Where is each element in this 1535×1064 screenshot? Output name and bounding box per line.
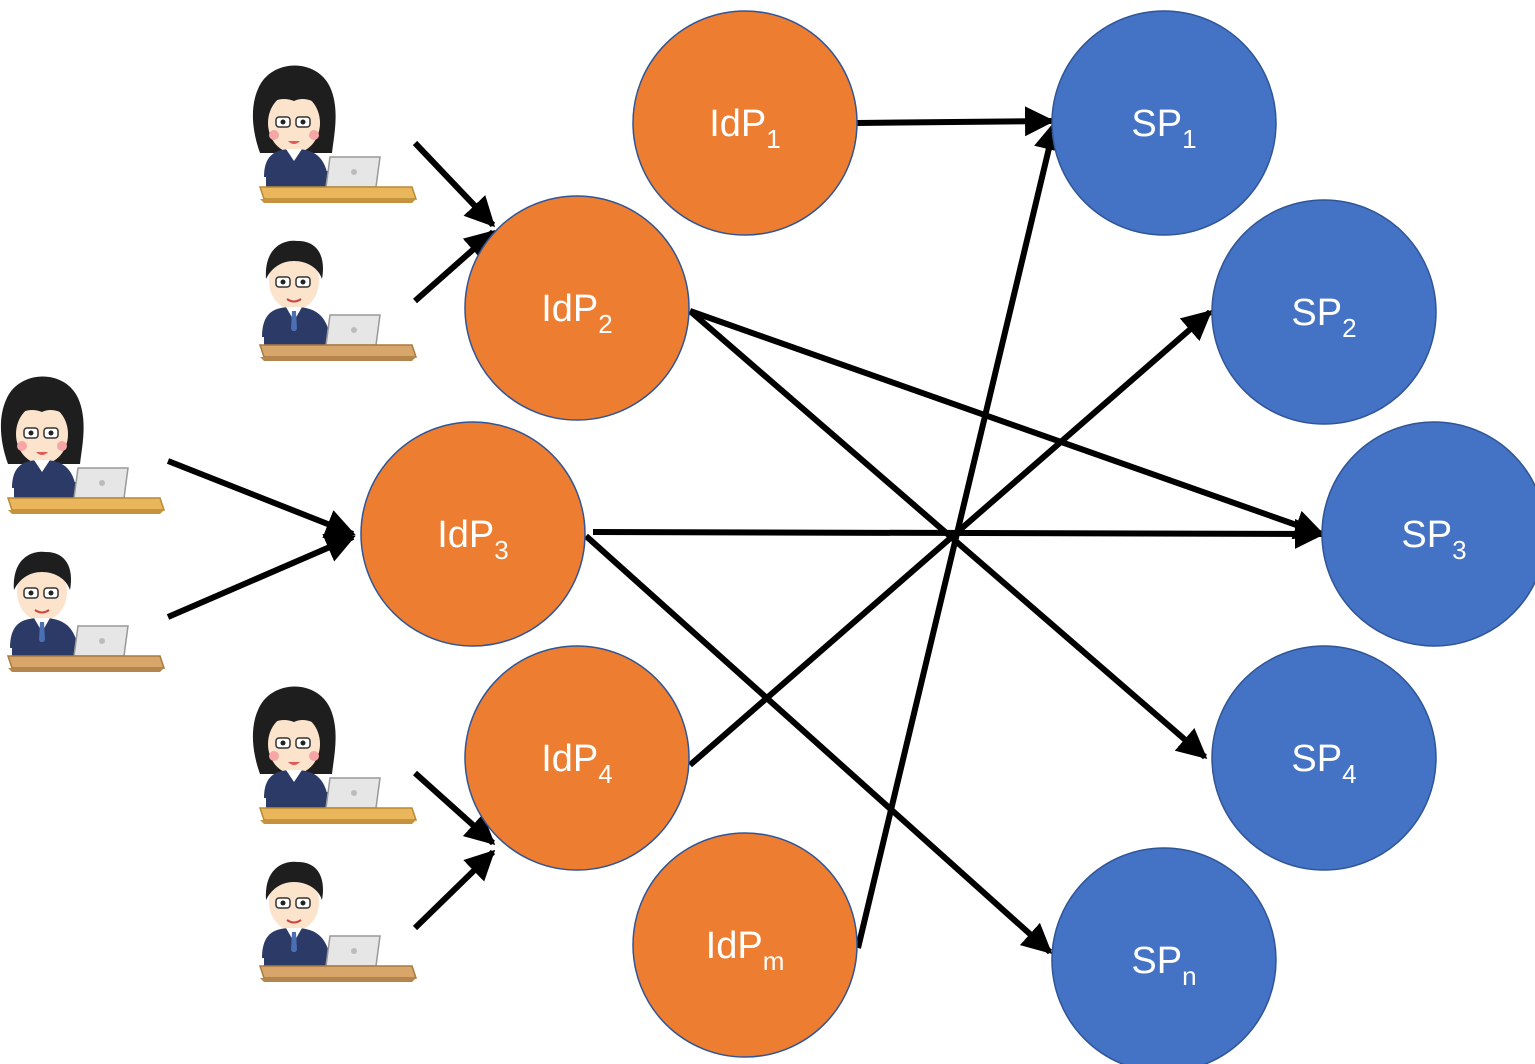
idp-label: IdP2 (541, 288, 613, 339)
sp-label: SP1 (1131, 103, 1196, 154)
arrow-user4-idp3 (166, 533, 356, 620)
man-at-laptop-icon (7, 550, 165, 673)
sp-circle (1321, 421, 1535, 647)
woman-at-laptop-icon (252, 685, 417, 825)
sp-node-3: SP3 (1321, 421, 1535, 647)
idp-circle (360, 421, 586, 647)
sp-label: SPn (1131, 940, 1196, 991)
idp-node-1: IdP1 (632, 10, 858, 236)
idp-circle (632, 10, 858, 236)
sp-label: SP2 (1291, 292, 1356, 343)
arrow-idp3-spn (583, 533, 1053, 955)
arrow-idp4-sp2 (688, 309, 1213, 768)
idp-label: IdP3 (437, 514, 509, 565)
idp-label-base: IdP (709, 103, 766, 145)
idp-label-subscript: 1 (766, 124, 780, 154)
sp-node-4: SP4 (1211, 645, 1437, 871)
sp-label: SP4 (1291, 738, 1356, 789)
sp-label-subscript: n (1182, 961, 1196, 991)
idp-node-2: IdP2 (464, 195, 690, 421)
sp-label-subscript: 2 (1342, 313, 1356, 343)
sp-node-2: SP2 (1211, 199, 1437, 425)
sp-circle (1211, 645, 1437, 871)
woman-at-laptop-icon (0, 375, 165, 515)
idp-circle (464, 195, 690, 421)
user-arrows (166, 140, 496, 931)
idp-label-base: IdP (541, 738, 598, 780)
idp-node-m: IdPm (632, 832, 858, 1058)
idp-label: IdPm (706, 925, 785, 976)
sp-node-1: SP1 (1051, 10, 1277, 236)
idp-label-subscript: 2 (598, 309, 612, 339)
idp-node-3: IdP3 (360, 421, 586, 647)
arrow-idp1-sp1 (856, 106, 1055, 137)
idp-label: IdP1 (709, 103, 781, 154)
arrow-user6-idp4 (412, 849, 496, 931)
sp-circle (1211, 199, 1437, 425)
idp-label-subscript: 4 (598, 759, 612, 789)
sp-circle (1051, 847, 1277, 1064)
idp-label-subscript: 3 (494, 535, 508, 565)
sp-label-base: SP (1401, 514, 1452, 556)
sp-label-base: SP (1131, 103, 1182, 145)
arrow-user1-idp2 (412, 140, 496, 228)
sp-label-base: SP (1291, 292, 1342, 334)
idp-label: IdP4 (541, 738, 613, 789)
idp-label-base: IdP (706, 925, 763, 967)
man-at-laptop-icon (259, 860, 417, 983)
woman-at-laptop-icon (252, 64, 417, 204)
connection-arrows (583, 106, 1325, 955)
sp-node-n: SPn (1051, 847, 1277, 1064)
sp-label-subscript: 4 (1342, 759, 1356, 789)
sp-label-subscript: 3 (1452, 535, 1466, 565)
arrow-user2-idp2 (413, 229, 496, 304)
sp-label-base: SP (1291, 738, 1342, 780)
idp-label-subscript: m (763, 946, 785, 976)
arrow-user5-idp4 (412, 770, 496, 846)
idp-label-base: IdP (541, 288, 598, 330)
idp-circle (632, 832, 858, 1058)
sp-label: SP3 (1401, 514, 1466, 565)
sp-circle (1051, 10, 1277, 236)
arrow-idpm-sp1 (855, 120, 1064, 949)
idp-label-base: IdP (437, 514, 494, 556)
arrow-idp2-sp3 (689, 308, 1325, 540)
man-at-laptop-icon (259, 239, 417, 362)
sp-label-base: SP (1131, 940, 1182, 982)
idp-node-4: IdP4 (464, 645, 690, 871)
arrow-user3-idp3 (166, 458, 356, 539)
sp-label-subscript: 1 (1182, 124, 1196, 154)
users (0, 64, 417, 983)
idp-circle (464, 645, 690, 871)
